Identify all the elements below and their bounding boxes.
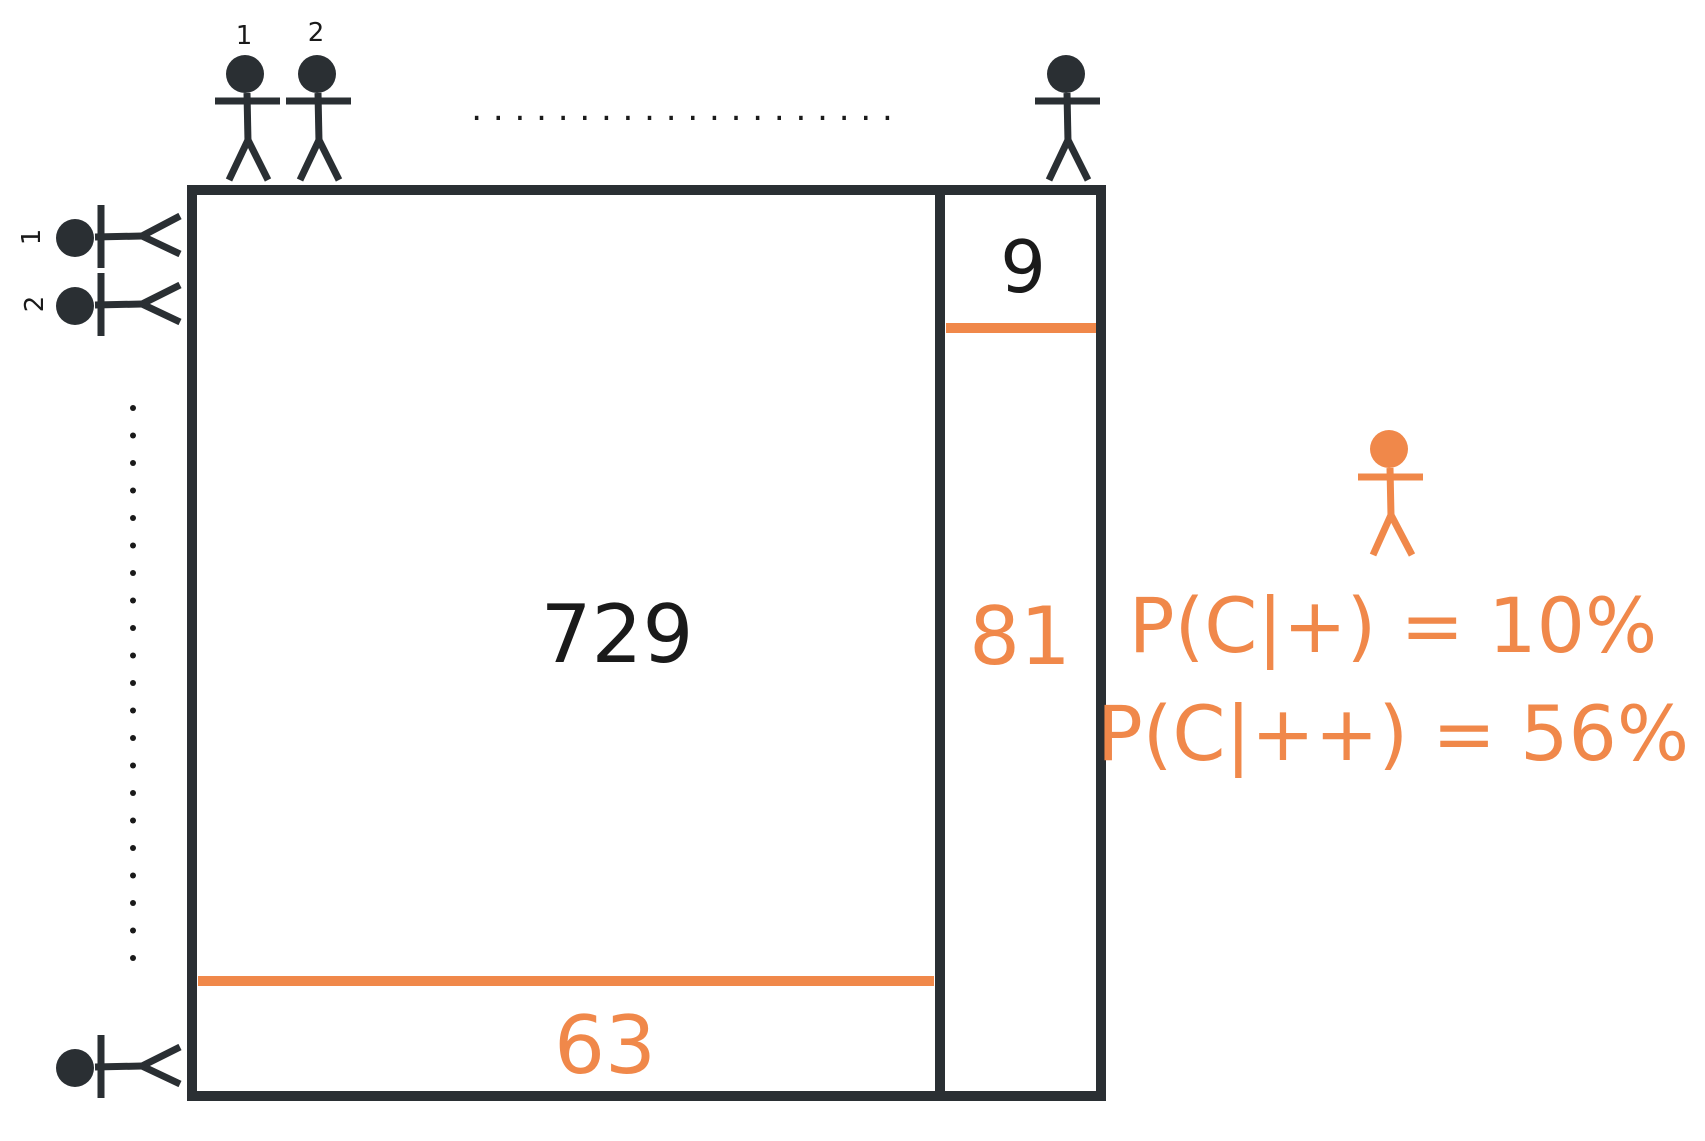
- ellipsis-dot: [130, 625, 136, 631]
- top-ellipsis: . . . . . . . . . . . . . . . . . . . .: [471, 89, 893, 129]
- left-person-label-1: 1: [17, 229, 47, 246]
- probability-double-positive: P(C|++) = 56%: [1097, 689, 1689, 779]
- ellipsis-dot: [130, 790, 136, 796]
- ellipsis-dot: [130, 570, 136, 576]
- ellipsis-dot: [130, 845, 136, 851]
- top-person-icon-1: [215, 55, 280, 182]
- ellipsis-dot: [130, 900, 136, 906]
- left-person-icon-2: [56, 273, 182, 336]
- ellipsis-dot: [130, 597, 136, 604]
- ellipsis-dot: [130, 432, 136, 439]
- ellipsis-dot: [130, 680, 136, 686]
- ellipsis-dot: [130, 817, 136, 824]
- ellipsis-dot: [130, 460, 136, 466]
- top-person-icon-last: [1035, 55, 1100, 182]
- ellipsis-dot: [130, 955, 136, 961]
- ellipsis-dot: [130, 872, 136, 879]
- ellipsis-dot: [130, 762, 136, 769]
- left-ellipsis: [130, 405, 136, 961]
- probability-single-positive: P(C|+) = 10%: [1129, 581, 1657, 671]
- ellipsis-dot: [130, 927, 136, 934]
- ellipsis-dot: [130, 735, 136, 741]
- ellipsis-dot: [130, 487, 136, 494]
- region-value-729: 729: [541, 588, 694, 681]
- top-person-label-2: 2: [308, 18, 325, 48]
- region-value-9: 9: [1000, 225, 1046, 309]
- ellipsis-dot: [130, 652, 136, 659]
- left-person-icon-last: [56, 1035, 182, 1098]
- left-person-label-2: 2: [20, 296, 50, 313]
- region-value-63: 63: [554, 999, 656, 1092]
- ellipsis-dot: [130, 405, 136, 411]
- ellipsis-dot: [130, 707, 136, 714]
- region-value-81: 81: [969, 590, 1071, 683]
- grid-outer-frame: [187, 185, 1106, 1101]
- top-person-label-1: 1: [236, 21, 253, 51]
- top-person-icon-2: [286, 55, 351, 182]
- ellipsis-dot: [130, 515, 136, 521]
- ellipsis-dot: [130, 542, 136, 549]
- left-person-icon-1: [56, 205, 182, 268]
- person-icon: [1358, 430, 1423, 557]
